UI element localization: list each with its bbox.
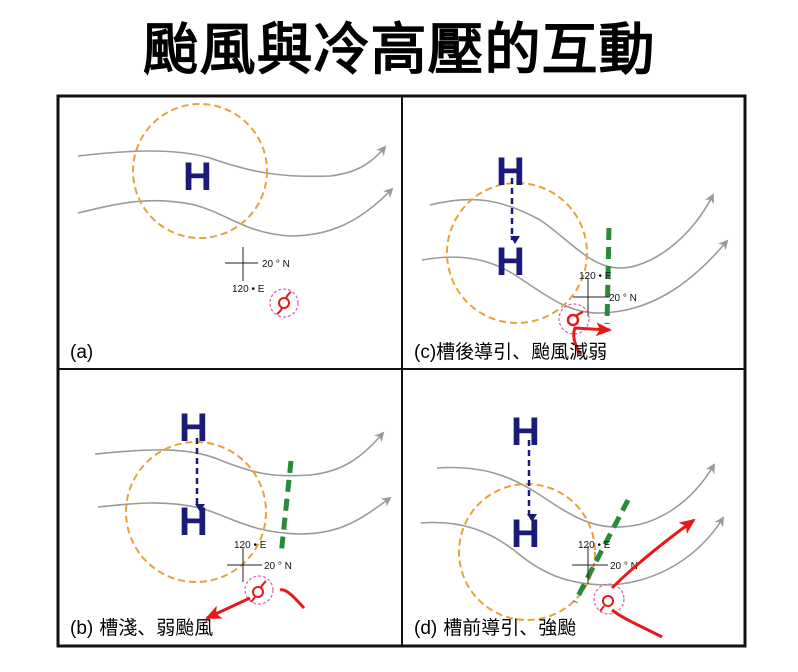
panel-a: H 20 ° N 120 • E bbox=[77, 103, 394, 318]
panel-d-label: (d) 槽前導引、強颱 bbox=[414, 617, 576, 640]
coordinate-cross: 20 ° N 120 • E bbox=[225, 247, 290, 295]
svg-text:120 • E: 120 • E bbox=[579, 271, 612, 282]
svg-text:20 ° N: 20 ° N bbox=[610, 561, 638, 572]
svg-text:20 ° N: 20 ° N bbox=[262, 259, 290, 270]
panel-d: H H 120 • E 20 ° N bbox=[420, 410, 725, 639]
typhoon-track-arrow bbox=[205, 596, 251, 620]
panel-b-label: (b) 槽淺、弱颱風 bbox=[70, 617, 213, 640]
svg-text:120 • E: 120 • E bbox=[232, 284, 265, 295]
high-pressure-symbol-initial: H bbox=[179, 406, 208, 450]
coordinate-cross: 120 • E 20 ° N bbox=[227, 540, 292, 582]
coordinate-cross: 120 • E 20 ° N bbox=[573, 271, 637, 316]
high-pressure-symbol-initial: H bbox=[511, 410, 540, 454]
high-pressure-symbol-initial: H bbox=[496, 150, 525, 194]
typhoon-track-arrow bbox=[610, 518, 696, 590]
streamline bbox=[436, 463, 716, 528]
typhoon-track-arrow bbox=[572, 322, 612, 355]
panel-c-letter: (c) bbox=[414, 342, 437, 363]
typhoon-icon bbox=[269, 288, 299, 318]
high-pressure-circle bbox=[132, 103, 268, 239]
panel-a-label: (a) bbox=[70, 341, 93, 364]
panel-d-desc: 槽前導引、強颱 bbox=[437, 617, 577, 639]
streamline bbox=[77, 187, 394, 237]
panel-c: H H 120 • E 20 ° N bbox=[421, 150, 729, 355]
typhoon-icon bbox=[593, 583, 625, 615]
streamline bbox=[94, 431, 385, 477]
panel-c-label: (c)槽後導引、颱風減弱 bbox=[414, 341, 607, 364]
panel-c-desc: 槽後導引、颱風減弱 bbox=[436, 341, 608, 363]
panel-a-letter: (a) bbox=[70, 342, 94, 363]
svg-text:20 ° N: 20 ° N bbox=[609, 293, 637, 304]
panel-d-letter: (d) bbox=[414, 618, 438, 639]
streamline bbox=[429, 193, 714, 269]
high-pressure-circle bbox=[125, 441, 267, 583]
panel-frame bbox=[56, 94, 747, 648]
high-pressure-circle bbox=[458, 483, 596, 621]
streamline bbox=[421, 239, 729, 314]
svg-text:120 • E: 120 • E bbox=[234, 540, 267, 551]
typhoon-icon bbox=[244, 575, 274, 605]
high-pressure-symbol-moved: H bbox=[179, 500, 208, 544]
streamline bbox=[77, 145, 387, 178]
streamline bbox=[420, 516, 725, 586]
streamline bbox=[97, 496, 392, 535]
svg-text:20 ° N: 20 ° N bbox=[264, 561, 292, 572]
panel-b-desc: 槽淺、弱颱風 bbox=[93, 617, 214, 639]
trough-line bbox=[604, 227, 612, 325]
high-pressure-symbol-moved: H bbox=[511, 512, 540, 556]
trough-line bbox=[278, 460, 294, 556]
svg-text:120 • E: 120 • E bbox=[578, 540, 611, 551]
typhoon-icon bbox=[558, 303, 590, 335]
panel-b-letter: (b) bbox=[70, 618, 94, 639]
high-pressure-circle bbox=[446, 182, 588, 324]
coordinate-cross: 120 • E 20 ° N bbox=[572, 540, 638, 584]
page-title: 颱風與冷高壓的互動 bbox=[142, 17, 656, 83]
high-pressure-symbol-moved: H bbox=[496, 240, 525, 284]
typhoon-track-prior bbox=[279, 588, 306, 610]
high-pressure-symbol: H bbox=[183, 155, 212, 199]
typhoon-track-prior bbox=[611, 608, 663, 639]
panel-b: H H 120 • E 20 ° N bbox=[94, 406, 392, 620]
trough-line bbox=[572, 498, 631, 604]
